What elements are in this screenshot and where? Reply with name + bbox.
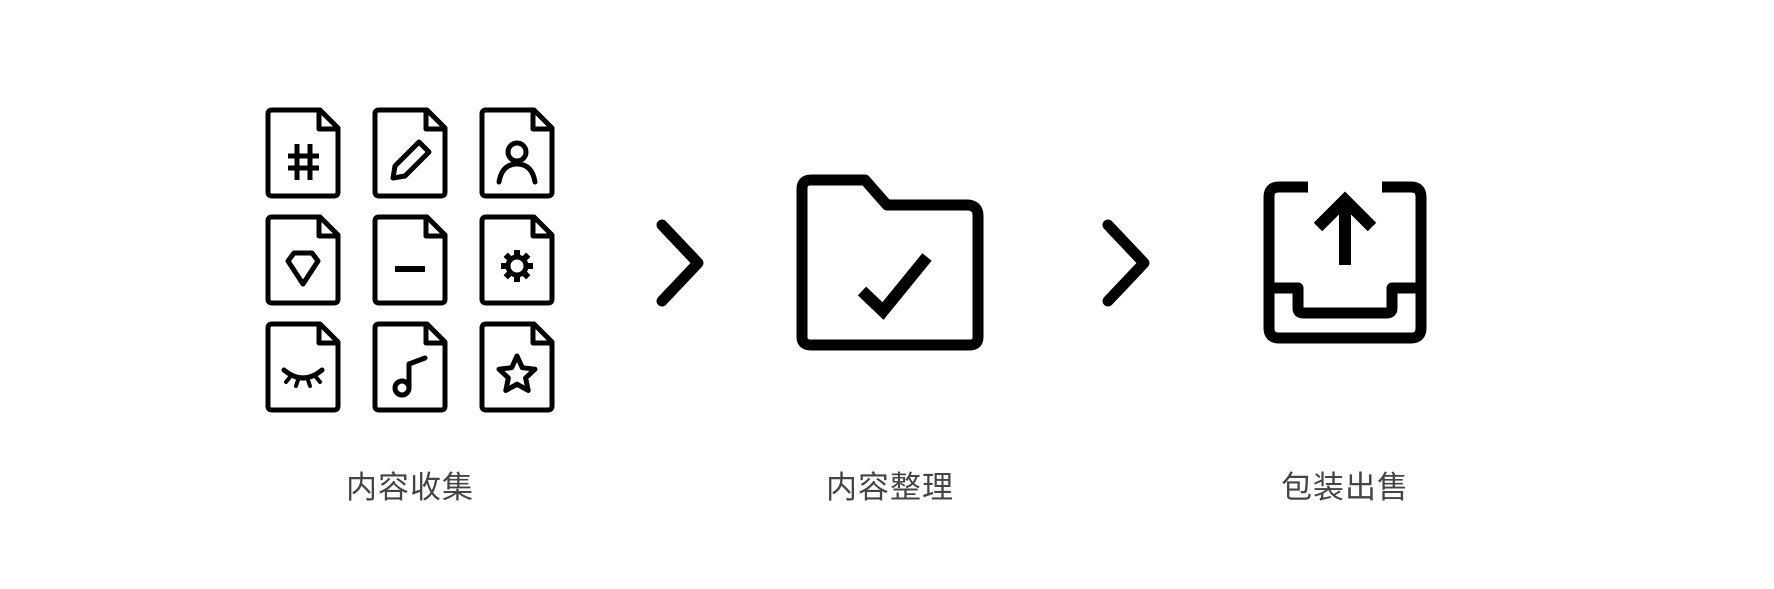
hashtag-document-icon xyxy=(265,107,341,199)
chevron-right-icon xyxy=(1102,219,1150,307)
minus-document-icon xyxy=(372,214,448,306)
pencil-document-icon xyxy=(372,107,448,199)
user-document-icon xyxy=(479,107,555,199)
step-label-collect: 内容收集 xyxy=(346,470,474,506)
diamond-document-icon xyxy=(265,214,341,306)
step-label-organize: 内容整理 xyxy=(826,470,954,506)
eye-closed-document-icon xyxy=(265,321,341,413)
star-document-icon xyxy=(479,321,555,413)
gear-document-icon xyxy=(479,214,555,306)
music-note-document-icon xyxy=(372,321,448,413)
folder-check-icon xyxy=(796,174,984,351)
chevron-right-icon xyxy=(656,219,704,307)
step-label-sell: 包装出售 xyxy=(1281,470,1409,506)
inbox-upload-icon xyxy=(1263,181,1427,344)
